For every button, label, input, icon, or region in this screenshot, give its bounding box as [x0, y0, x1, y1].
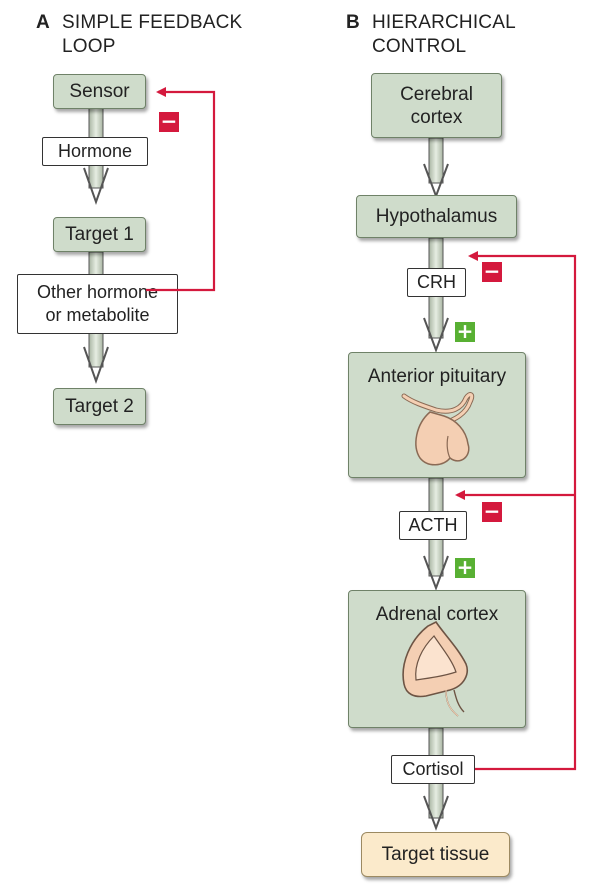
acth-label: ACTH [399, 511, 467, 540]
sensor-box: Sensor [53, 74, 146, 109]
cortisol-label: Cortisol [391, 755, 475, 784]
hypothalamus-box: Hypothalamus [356, 195, 517, 238]
hormone-label: Hormone [42, 137, 148, 166]
pituitary-negative-badge: − [482, 499, 502, 523]
pituitary-gland-illustration [401, 392, 475, 466]
target1-box: Target 1 [53, 217, 146, 252]
acth-positive-badge: + [455, 555, 475, 579]
cerebral-cortex-box: Cerebral cortex [371, 73, 502, 138]
adrenal-gland-illustration [402, 620, 468, 717]
crh-positive-badge: + [455, 319, 475, 343]
target2-box: Target 2 [53, 388, 146, 425]
target-tissue-box: Target tissue [361, 832, 510, 877]
cortisol-to-hypothalamus-feedback-line [468, 251, 577, 771]
crh-label: CRH [407, 268, 466, 297]
panel-a-negative-badge: − [159, 109, 179, 133]
arrow-cerebral-to-hypothalamus [423, 137, 449, 199]
hypothalamus-negative-badge: − [482, 259, 502, 283]
other-hormone-label: Other hormone or metabolite [17, 274, 178, 334]
panel-a-feedback-line [146, 87, 216, 292]
